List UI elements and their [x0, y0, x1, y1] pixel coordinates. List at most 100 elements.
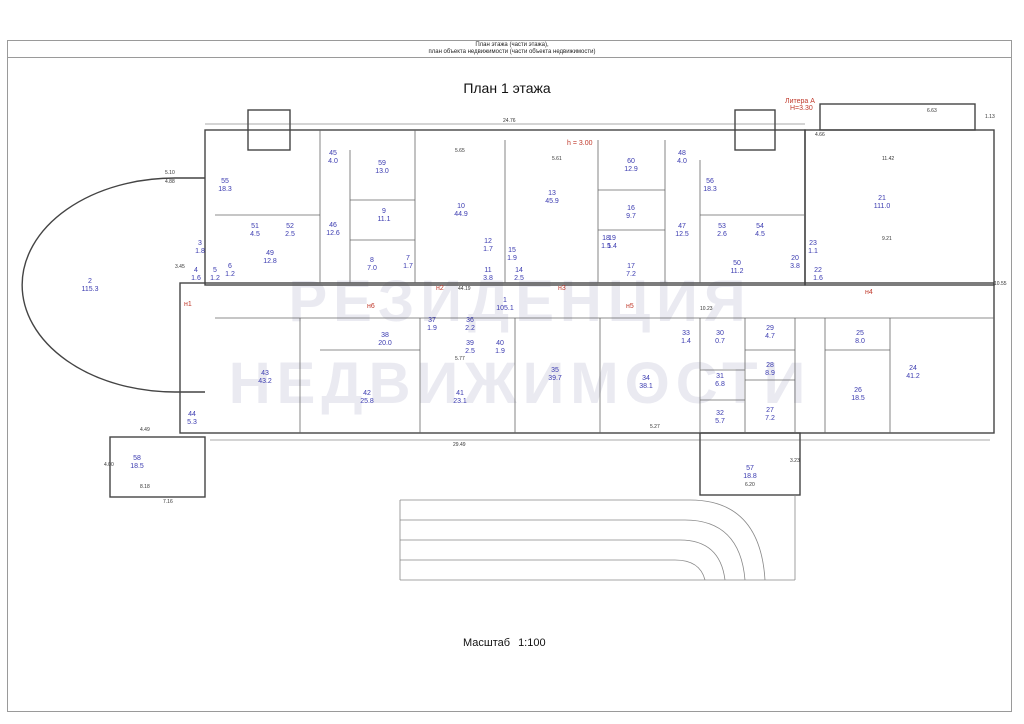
room-number: 57 — [746, 465, 754, 472]
room-area: 1.1 — [808, 248, 818, 255]
dimension-labels: 24.766.635.104.8829.4910.557.164.498.184… — [104, 108, 1007, 505]
room-area: 11.1 — [377, 216, 390, 223]
room-number: 3 — [198, 240, 202, 247]
room-area: 1.9 — [427, 325, 437, 332]
dimension-value: 5.27 — [650, 424, 660, 430]
axis-mark: н4 — [865, 289, 873, 296]
room-area: 45.9 — [545, 198, 559, 205]
dimension-value: 3.23 — [790, 458, 800, 464]
room-area: 1.9 — [507, 255, 517, 262]
room-area: 1.8 — [195, 248, 205, 255]
room-area: 12.8 — [263, 258, 277, 265]
room-area: 11.2 — [730, 268, 743, 275]
dimension-value: 9.21 — [882, 236, 892, 242]
room-number: 22 — [814, 267, 822, 274]
sheet-frame — [7, 40, 1012, 712]
room-area: 4.0 — [328, 158, 338, 165]
room-number: 24 — [909, 365, 917, 372]
dimension-value: 24.76 — [503, 118, 516, 124]
room-area: 18.5 — [851, 395, 865, 402]
stair-block-57 — [699, 432, 801, 496]
room-number: 11 — [484, 267, 491, 274]
room-area: 2.5 — [514, 275, 524, 282]
dimension-value: 5.10 — [165, 170, 175, 176]
room-area: 115.3 — [82, 286, 99, 293]
room-number: 19 — [608, 235, 616, 242]
room-number: 49 — [266, 250, 274, 257]
room-number: 5 — [213, 267, 217, 274]
room-number: 32 — [716, 410, 724, 417]
room-number: 37 — [428, 317, 436, 324]
room-area: 13.0 — [375, 168, 389, 175]
room-number: 59 — [378, 160, 386, 167]
dimension-value: 6.63 — [927, 108, 937, 114]
watermark-line-1: РЕЗИДЕНЦИЯ — [288, 269, 752, 334]
room-area: 1.9 — [495, 348, 505, 355]
room-area: 1.4 — [681, 338, 691, 345]
dimension-value: 10.23 — [700, 306, 713, 312]
room-area: 4.7 — [765, 333, 775, 340]
room-number: 25 — [856, 330, 864, 337]
room-area: 38.1 — [639, 383, 653, 390]
room-area: 18.3 — [703, 186, 717, 193]
room-number: 38 — [381, 332, 389, 339]
room-area: 1.7 — [483, 246, 493, 253]
room-number: 39 — [466, 340, 474, 347]
room-number: 52 — [286, 223, 294, 230]
axis-mark: н1 — [184, 301, 192, 308]
room-number: 33 — [682, 330, 690, 337]
room-number: 41 — [456, 390, 464, 397]
room-number: 14 — [515, 267, 523, 274]
dimension-value: 44.19 — [458, 286, 471, 292]
room-number: 27 — [766, 407, 774, 414]
room-area: 3.8 — [790, 263, 800, 270]
room-number: 20 — [791, 255, 799, 262]
room-number: 26 — [854, 387, 862, 394]
liter-height: Н=3.30 — [790, 105, 813, 112]
room-number: 53 — [718, 223, 726, 230]
room-area: 1.6 — [813, 275, 823, 282]
room-area: 5.3 — [187, 419, 197, 426]
dimension-value: 8.18 — [140, 484, 150, 490]
dimension-value: 29.49 — [453, 442, 466, 448]
room-number: 23 — [809, 240, 817, 247]
room-area: 12.6 — [326, 230, 340, 237]
room-number: 50 — [733, 260, 741, 267]
dimension-value: 4.00 — [104, 462, 114, 468]
main-corridor-wing — [179, 282, 995, 434]
room-area: 1.4 — [607, 243, 617, 250]
room-number: 31 — [716, 373, 724, 380]
dimension-value: 4.49 — [140, 427, 150, 433]
room-area: 8.9 — [765, 370, 775, 377]
room-number: 28 — [766, 362, 774, 369]
room-area: 25.8 — [360, 398, 374, 405]
room-area: 7.2 — [765, 415, 775, 422]
room-area: 1.7 — [403, 263, 413, 270]
room-area: 4.0 — [677, 158, 687, 165]
room-area: 2.5 — [285, 231, 295, 238]
room-number: 44 — [188, 411, 196, 418]
room-number: 58 — [133, 455, 141, 462]
room-number: 2 — [88, 278, 92, 285]
dimension-value: 5.61 — [552, 156, 562, 162]
east-block — [804, 129, 995, 286]
room-number: 10 — [457, 203, 465, 210]
room-number: 1 — [503, 297, 507, 304]
axis-mark: н3 — [558, 285, 566, 292]
room-area: 12.9 — [624, 166, 638, 173]
header-line-2: план объекта недвижимости (части объекта… — [428, 49, 596, 55]
room-area: 4.5 — [250, 231, 260, 238]
room-number: 48 — [678, 150, 686, 157]
room-area: 0.7 — [715, 338, 725, 345]
room-area: 2.6 — [717, 231, 727, 238]
room-area: 1.2 — [210, 275, 220, 282]
room-area: 8.0 — [855, 338, 865, 345]
dimension-value: 3.45 — [175, 264, 185, 270]
room-labels: 2115.331.841.651.261.271.787.0911.11044.… — [82, 150, 920, 480]
building-walls — [21, 103, 995, 498]
room-number: 21 — [878, 195, 886, 202]
room-area: 18.5 — [130, 463, 144, 470]
room-number: 8 — [370, 257, 374, 264]
room-area: 41.2 — [906, 373, 920, 380]
